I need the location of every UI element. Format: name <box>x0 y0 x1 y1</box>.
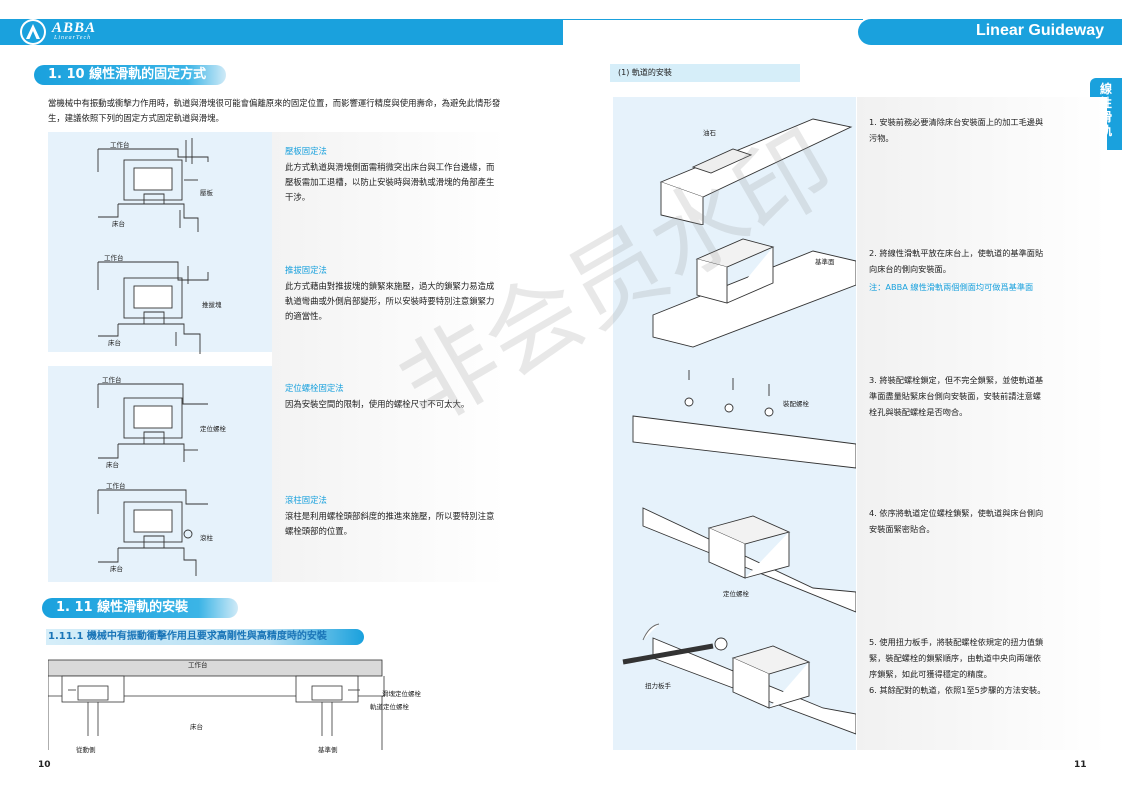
method-text-2: 推拔固定法 此方式藉由對推拔塊的鎖緊來施壓，過大的鎖緊力易造成軌道彎曲或外側肩部… <box>272 242 506 366</box>
method-title: 定位螺栓固定法 <box>285 383 344 393</box>
taper-block-diagram <box>97 261 209 354</box>
step-line: 6. 其餘配對的軌道，依照1至5步驟的方法安裝。 <box>869 685 1046 695</box>
method-text-3: 定位螺栓固定法 因為安裝空間的限制，使用的螺栓尺寸不可太大。 <box>272 366 506 476</box>
roller-diagram <box>97 489 208 576</box>
assembly-label-bed: 床台 <box>190 723 203 731</box>
method-title: 壓板固定法 <box>285 146 327 156</box>
step-line: 4. 依序將軌道定位螺栓鎖緊，使軌道與床台側向安裝面緊密貼合。 <box>869 508 1044 534</box>
step-image-1: 油石 <box>613 97 856 225</box>
diagram-label-bed: 床台 <box>108 339 121 347</box>
diagram-label-table: 工作台 <box>110 141 130 149</box>
header-bar-left <box>0 19 563 45</box>
method-title: 滾柱固定法 <box>285 495 327 505</box>
assembly-label-rail-bolt: 軌道定位螺栓 <box>370 703 409 711</box>
image-label-assembly-bolt: 裝配螺栓 <box>783 400 809 408</box>
press-plate-diagram <box>97 138 209 232</box>
oilstone-illustration <box>659 118 853 225</box>
step-text-4: 4. 依序將軌道定位螺栓鎖緊，使軌道與床台側向安裝面緊密貼合。 <box>857 488 1107 618</box>
image-label-locating-bolt: 定位螺栓 <box>723 590 749 598</box>
diagram-label-bed: 床台 <box>110 565 123 573</box>
assembly-bolt-illustration <box>632 370 856 469</box>
section-title-1-10: 1. 10 線性滑軌的固定方式 <box>34 65 226 85</box>
image-label-reference-face: 基準面 <box>815 258 835 266</box>
diagram-label-bed: 床台 <box>106 461 119 469</box>
header-bar-right <box>858 19 1122 45</box>
step-note: 注：ABBA 線性滑軌兩個側面均可做爲基準面 <box>869 282 1034 292</box>
torque-wrench-illustration <box>622 623 856 735</box>
step-image-2: 基準面 <box>613 225 856 356</box>
assembly-label-table: 工作台 <box>188 661 208 669</box>
assembly-label-reference-side: 基準側 <box>318 746 338 754</box>
brand-subtitle: LinearTech <box>54 35 92 41</box>
assembly-label-driven-side: 從動側 <box>76 746 96 754</box>
subsection-rail-install: (1) 軌道的安裝 <box>610 64 800 82</box>
image-label-torque-wrench: 扭力板手 <box>645 682 671 690</box>
diagram-label-part: 滾柱 <box>200 534 213 542</box>
assembly-drawing <box>48 659 385 750</box>
step-line: 3. 將裝配螺栓鎖定，但不完全鎖緊，並使軌道基準面盡量貼緊床台側向安裝面，安裝前… <box>869 375 1044 417</box>
step-line: 2. 將線性滑軌平放在床台上，使軌道的基準面貼向床台的側向安裝面。 <box>869 248 1044 274</box>
side-tab-char: 線 <box>1099 82 1112 96</box>
method-body: 因為安裝空間的限制，使用的螺栓尺寸不可太大。 <box>285 399 470 409</box>
diagram-label-part: 推拔塊 <box>202 301 222 309</box>
diagram-label-table: 工作台 <box>106 482 126 490</box>
subsection-title-1-11-1: 1.11.1 機械中有振動衝擊作用且要求高剛性與高精度時的安裝 <box>46 629 364 645</box>
method-diagram-2: 工作台 推拔塊 床台 <box>48 242 272 354</box>
header-title: Linear Guideway <box>975 22 1104 39</box>
step-image-4: 定位螺栓 <box>613 488 856 618</box>
image-label-oilstone: 油石 <box>703 129 716 137</box>
intro-paragraph: 當機械中有振動或衝擊力作用時，軌道與滑塊很可能會偏離原來的固定位置，而影響運行精… <box>48 98 501 123</box>
locating-bolt-diagram <box>97 383 208 462</box>
locating-bolt-illustration <box>642 507 856 613</box>
diagram-label-table: 工作台 <box>104 254 124 262</box>
step-text-1: 1. 安裝前務必要清除床台安裝面上的加工毛邊與污物。 <box>857 97 1107 225</box>
method-diagram-3: 工作台 定位螺栓 床台 <box>48 366 272 476</box>
method-body: 此方式軌道與滑塊側面需稍微突出床台與工作台邊緣，而壓板需加工退槽，以防止安裝時與… <box>285 162 495 202</box>
header-divider <box>563 19 863 20</box>
method-title: 推拔固定法 <box>285 265 327 275</box>
diagram-label-bed: 床台 <box>112 220 125 228</box>
diagram-label-part: 定位螺栓 <box>200 425 226 433</box>
step-image-5: 扭力板手 <box>613 618 856 750</box>
step-text-2: 2. 將線性滑軌平放在床台上，使軌道的基準面貼向床台的側向安裝面。 注：ABBA… <box>857 225 1107 356</box>
assembly-label-slider-bolt: 滑塊定位螺栓 <box>382 690 421 698</box>
method-diagram-1: 工作台 壓板 床台 <box>48 132 272 242</box>
rail-placement-illustration <box>652 238 856 348</box>
step-line: 1. 安裝前務必要清除床台安裝面上的加工毛邊與污物。 <box>869 117 1044 143</box>
abba-logo-icon <box>20 19 46 45</box>
page-number-left: 10 <box>38 760 51 770</box>
method-body: 此方式藉由對推拔塊的鎖緊來施壓，過大的鎖緊力易造成軌道彎曲或外側肩部變形，所以安… <box>285 281 495 321</box>
method-body: 滾柱是利用螺栓頭部斜度的推進來施壓，所以要特別注意螺栓頭部的位置。 <box>285 511 495 536</box>
diagram-label-part: 壓板 <box>200 189 213 197</box>
page-number-right: 11 <box>1074 760 1087 770</box>
step-line: 5. 使用扭力板手，將裝配螺栓依規定的扭力值鎖緊，裝配螺栓的鎖緊順序，由軌道中央… <box>869 637 1044 679</box>
brand-name: ABBA <box>52 20 97 36</box>
step-text-5: 5. 使用扭力板手，將裝配螺栓依規定的扭力值鎖緊，裝配螺栓的鎖緊順序，由軌道中央… <box>857 618 1107 750</box>
method-diagram-4: 工作台 滾柱 床台 <box>48 476 272 582</box>
method-text-4: 滾柱固定法 滾柱是利用螺栓頭部斜度的推進來施壓，所以要特別注意螺栓頭部的位置。 <box>272 476 506 582</box>
step-image-3: 裝配螺栓 <box>613 356 856 488</box>
step-text-3: 3. 將裝配螺栓鎖定，但不完全鎖緊，並使軌道基準面盡量貼緊床台側向安裝面，安裝前… <box>857 356 1107 488</box>
method-text-1: 壓板固定法 此方式軌道與滑塊側面需稍微突出床台與工作台邊緣，而壓板需加工退槽，以… <box>272 132 506 242</box>
section-title-1-11: 1. 11 線性滑軌的安裝 <box>42 598 238 618</box>
diagram-label-table: 工作台 <box>102 376 122 384</box>
